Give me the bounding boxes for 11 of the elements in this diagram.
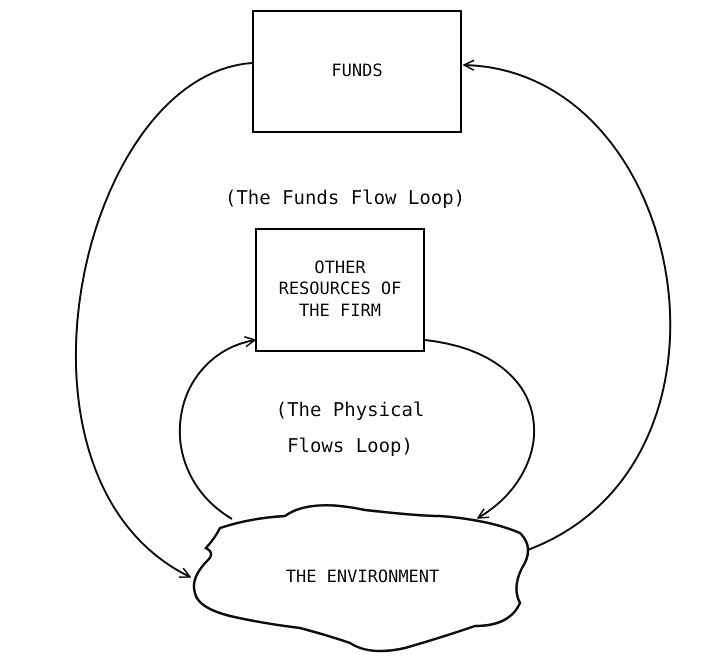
loop-label: (The Physical Flows Loop): [274, 398, 426, 460]
arrow: [424, 339, 535, 519]
node-label: OTHER RESOURCES OF THE FIRM: [278, 258, 402, 322]
resources-box: [255, 228, 425, 352]
node-label: THE ENVIRONMENT: [286, 567, 440, 589]
loop-label: (The Funds Flow Loop): [224, 186, 466, 211]
arrow: [463, 60, 671, 553]
node-label: FUNDS: [331, 60, 383, 82]
arrow: [75, 62, 252, 578]
funds-box: [252, 10, 462, 133]
arrow: [179, 337, 256, 520]
